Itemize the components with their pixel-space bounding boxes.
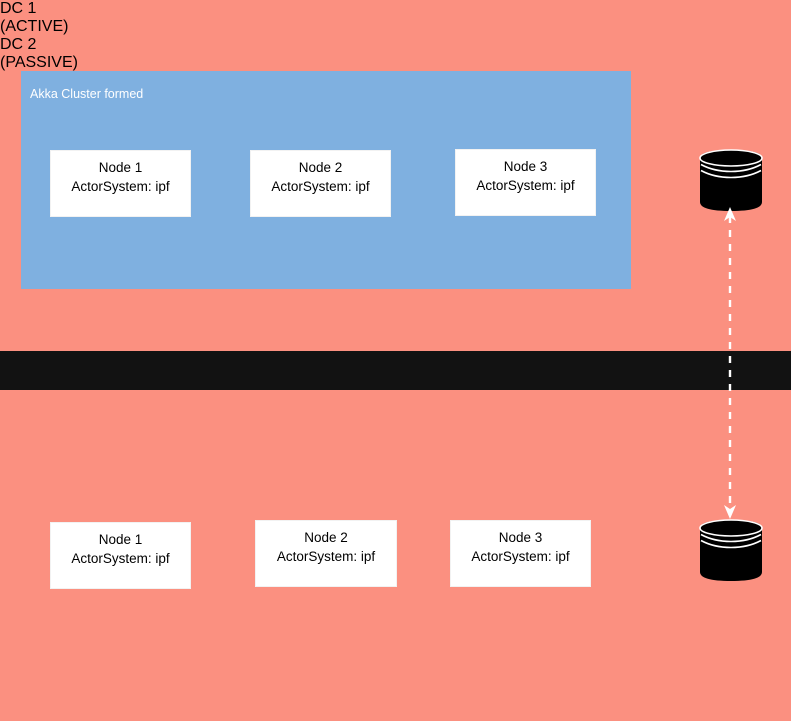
dc1-node-2-box[interactable]: Node 2 ActorSystem: ipf <box>250 150 391 217</box>
dc2-state-label: (PASSIVE) <box>0 54 78 71</box>
dc2-node-1-box[interactable]: Node 1 ActorSystem: ipf <box>50 522 191 589</box>
dc1-node-3-box[interactable]: Node 3 ActorSystem: ipf <box>455 149 596 216</box>
dc1-title-block: DC 1 (ACTIVE) <box>0 0 791 36</box>
akka-cluster-label: Akka Cluster formed <box>30 87 144 101</box>
dc2-node-3-box[interactable]: Node 3 ActorSystem: ipf <box>450 520 591 587</box>
dc2-database-cylinder-icon[interactable] <box>698 518 764 589</box>
node-name: Node 2 <box>304 530 348 545</box>
node-actor-system: ActorSystem: ipf <box>71 179 170 194</box>
dc1-state-label: (ACTIVE) <box>0 18 69 35</box>
node-name: Node 3 <box>498 530 543 545</box>
node-actor-system: ActorSystem: ipf <box>71 551 170 566</box>
node-name: Node 1 <box>98 160 143 175</box>
akka-cluster-region: Akka Cluster formed Node 1 ActorSystem: … <box>21 71 631 289</box>
node-name: Node 2 <box>298 160 343 175</box>
dc2-title-block: DC 2 (PASSIVE) <box>0 36 791 72</box>
datacenter-divider-band <box>0 351 791 390</box>
node-actor-system: ActorSystem: ipf <box>471 549 570 564</box>
dc1-database-cylinder-icon[interactable] <box>698 148 764 219</box>
dc1-title: DC 1 <box>0 0 37 17</box>
node-name: Node 3 <box>503 159 548 174</box>
node-actor-system: ActorSystem: ipf <box>271 179 370 194</box>
dc1-node-1-box[interactable]: Node 1 ActorSystem: ipf <box>50 150 191 217</box>
dc2-node-2-box[interactable]: Node 2 ActorSystem: ipf <box>255 520 397 587</box>
node-actor-system: ActorSystem: ipf <box>276 549 376 564</box>
node-name: Node 1 <box>98 532 143 547</box>
dc2-title: DC 2 <box>0 36 37 53</box>
node-actor-system: ActorSystem: ipf <box>476 178 575 193</box>
